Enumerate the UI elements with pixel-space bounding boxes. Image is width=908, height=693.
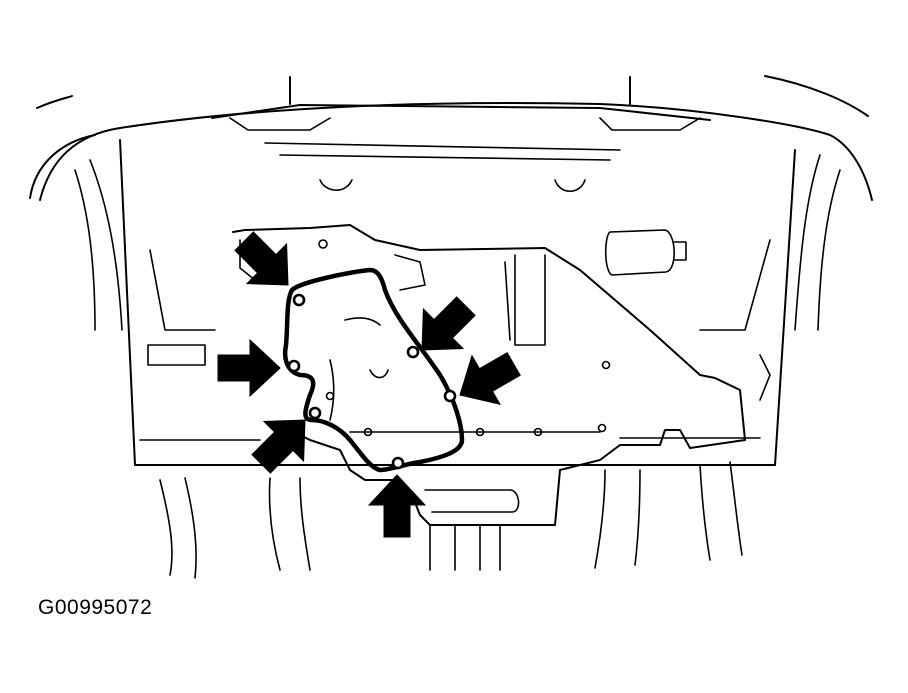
- arrow-icon: [234, 231, 289, 286]
- bolt-icon: [406, 345, 420, 359]
- bumper-outline: [29, 75, 873, 201]
- arrow-icon: [251, 419, 306, 474]
- side-members: [74, 139, 841, 466]
- bolt-icon: [287, 359, 301, 373]
- bolt-icon: [292, 293, 306, 307]
- arrow-icon: [217, 338, 281, 398]
- undercover-panel: [232, 179, 746, 526]
- figure-id: G00995072: [38, 596, 153, 619]
- bolt-icon: [308, 406, 322, 420]
- bolt-icon: [391, 456, 405, 470]
- arrow-icon: [367, 474, 427, 538]
- arrow-icon: [459, 352, 521, 405]
- arrow-icon: [421, 296, 476, 351]
- fasteners: [287, 293, 457, 470]
- lower-components: [159, 461, 743, 579]
- cover-outline-bold: [282, 267, 465, 473]
- bolt-icon: [443, 389, 457, 403]
- pointer-arrows: [217, 231, 521, 538]
